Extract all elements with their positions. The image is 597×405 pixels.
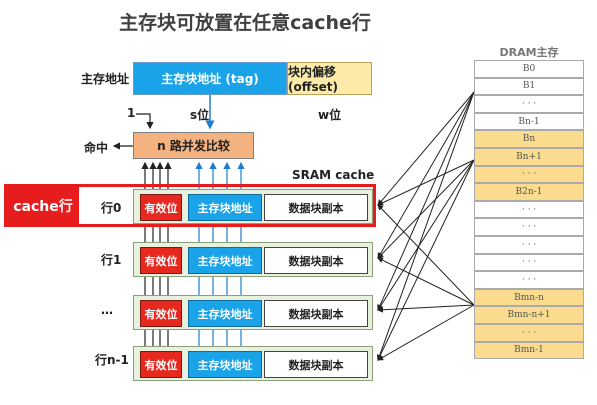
dram-block-cell: · · · [474, 200, 584, 219]
valid-bit-cell: 有效位 [140, 300, 182, 327]
row-label: 行0 [101, 201, 122, 215]
page-title: 主存块可放置在任意cache行 [119, 12, 371, 34]
cache-row-last: 有效位 主存块地址 数据块副本 [133, 346, 373, 381]
address-offset-field: 块内偏移(offset) [287, 62, 372, 95]
row-label: 行n-1 [95, 353, 129, 367]
dram-block-cell: B0 [474, 60, 584, 78]
dram-block-cell: Bmn-n [474, 288, 584, 307]
dram-block-cell: · · · [474, 253, 584, 272]
cache-row-badge: cache行 [7, 187, 79, 224]
valid-bit-cell: 有效位 [140, 247, 182, 274]
dram-block-cell: Bn-1 [474, 112, 584, 131]
data-block-cell: 数据块副本 [264, 351, 368, 378]
dram-block-cell: · · · [474, 271, 584, 289]
tag-cell: 主存块地址 [188, 194, 262, 221]
cache-row-ellipsis: 有效位 主存块地址 数据块副本 [133, 295, 373, 330]
tag-cell: 主存块地址 [188, 247, 262, 274]
dram-block-cell: · · · [474, 165, 584, 184]
cache-row-highlight [4, 184, 376, 227]
dram-block-cell: · · · [474, 218, 584, 236]
cache-row-0: 有效位 主存块地址 数据块副本 [133, 189, 373, 224]
dram-block-cell: · · · [474, 95, 584, 113]
w-bits-label: w位 [318, 108, 342, 122]
valid-bit-cell: 有效位 [140, 194, 182, 221]
data-block-cell: 数据块副本 [264, 194, 368, 221]
address-tag-field: 主存块地址 (tag) [133, 62, 287, 95]
dram-title: DRAM主存 [499, 46, 559, 59]
parallel-comparator: n 路并发比较 [133, 132, 254, 159]
tag-cell: 主存块地址 [188, 300, 262, 327]
sram-cache-label: SRAM cache [292, 168, 375, 182]
dram-block-cell: Bn+1 [474, 148, 584, 166]
data-block-cell: 数据块副本 [264, 300, 368, 327]
data-block-cell: 数据块副本 [264, 247, 368, 274]
dram-block-cell: Bn [474, 130, 584, 148]
dram-block-cell: · · · [474, 236, 584, 254]
dram-block-cell: B1 [474, 77, 584, 96]
hit-label: 命中 [84, 141, 109, 155]
dram-block-cell: Bmn-n+1 [474, 306, 584, 324]
row-label: 行1 [101, 253, 122, 267]
dram-block-cell: Bmn-1 [474, 341, 584, 360]
cache-row-1: 有效位 主存块地址 数据块副本 [133, 242, 373, 277]
valid-bit-cell: 有效位 [140, 351, 182, 378]
dram-block-cell: · · · [474, 324, 584, 342]
s-bits-label: s位 [190, 108, 210, 122]
row-label: … [101, 303, 113, 317]
one-label: 1 [127, 106, 136, 120]
address-label: 主存地址 [81, 72, 130, 86]
tag-cell: 主存块地址 [188, 351, 262, 378]
dram-block-cell: B2n-1 [474, 183, 584, 201]
